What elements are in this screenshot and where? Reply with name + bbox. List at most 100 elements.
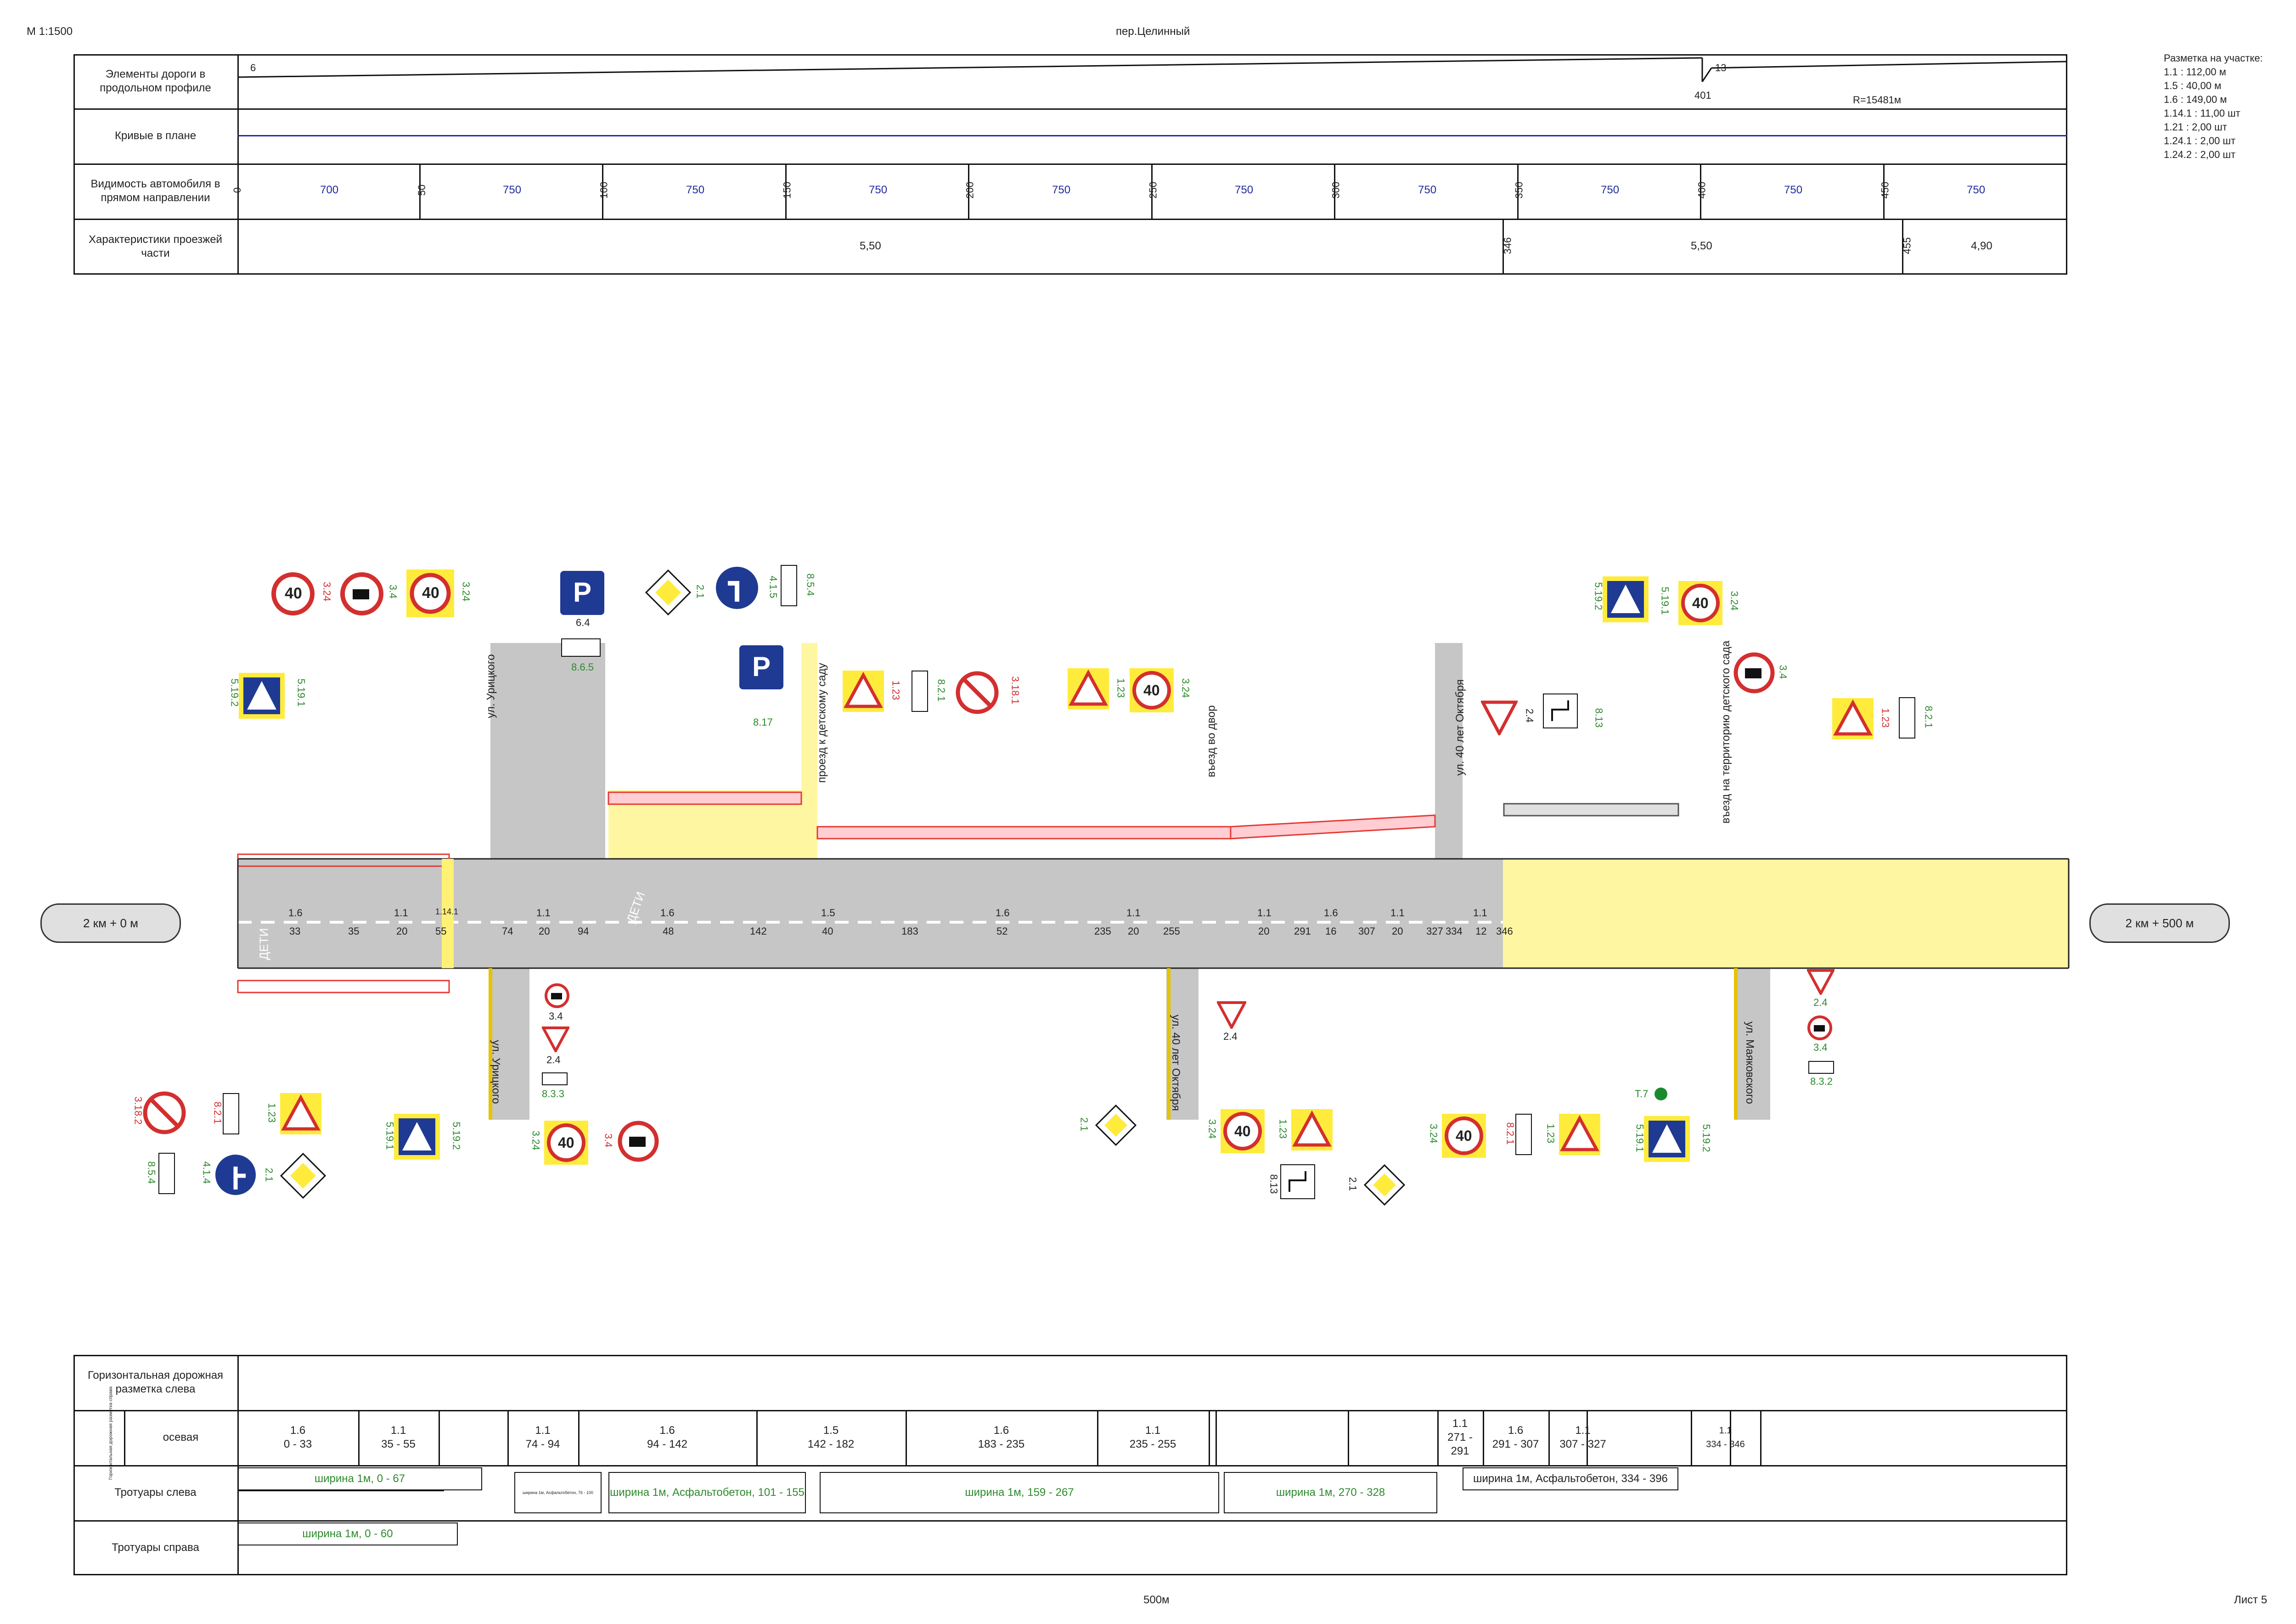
- sign-code: 8.2.1: [935, 679, 947, 702]
- sign-code: 3.24: [321, 581, 333, 602]
- sidewalk-hatch: [237, 980, 450, 993]
- side-street-uritskogo: [490, 643, 605, 859]
- axis-code: 1.1: [536, 907, 551, 919]
- visibility-divider: [1334, 164, 1335, 219]
- sign-children-2: 1.23: [1068, 668, 1126, 712]
- visibility-pk: 200: [964, 181, 976, 199]
- sign-code: 3.4: [602, 1133, 614, 1148]
- street-oktyabrya-bottom: ул. 40 лет Октября: [1169, 1015, 1182, 1111]
- visibility-pk: 250: [1147, 181, 1159, 199]
- markup-summary-line: 1.24.2 : 2,00 шт: [2164, 149, 2236, 160]
- visibility-value: 750: [1052, 184, 1071, 196]
- sign-no-left: 3.18.1: [955, 671, 1021, 717]
- sign-code: 8.17: [753, 716, 773, 728]
- sidewalk-hatch: [1503, 803, 1679, 817]
- sign-code: T.7: [1635, 1088, 1649, 1100]
- sign-parking-1: P 6.4: [560, 571, 604, 628]
- sign-code: 4.1.4: [201, 1161, 213, 1184]
- axis-code: 1.1: [1257, 907, 1272, 919]
- sign-yield-b: 2.4: [540, 1026, 571, 1066]
- axis-cell-range: 271 - 291: [1447, 1431, 1473, 1457]
- axis-cell-range: 291 - 307: [1492, 1438, 1539, 1450]
- axis-code: 1.5: [821, 907, 835, 919]
- axis-pk: 55: [435, 925, 447, 937]
- sign-crosswalk-left: 5.19.2 5.19.1: [229, 673, 307, 721]
- axis-pk: 327: [1426, 925, 1443, 937]
- sign-speed-3: 40 3.24: [1678, 581, 1740, 627]
- carriage-value: 4,90: [1971, 240, 1992, 252]
- sign-yield-d: 2.4: [1806, 969, 1836, 1008]
- visibility-divider: [1883, 164, 1885, 219]
- sign-speed-b2: 40 3.24: [1206, 1109, 1265, 1156]
- sign-code: 8.5.4: [146, 1161, 158, 1184]
- markup-summary-line: 1.1 : 112,00 м: [2164, 66, 2226, 78]
- axis-cell-range: 142 - 182: [807, 1438, 855, 1450]
- axis-cell-code: 1.1: [390, 1424, 406, 1437]
- sign-code: 5.19.1: [1634, 1124, 1646, 1152]
- axis-pk: 52: [996, 925, 1008, 937]
- markup-summary: Разметка на участке: 1.1 : 112,00 м 1.5 …: [2164, 51, 2263, 162]
- plan-curves-label: Кривые в плане: [114, 130, 197, 142]
- road-plan: [237, 643, 2070, 1120]
- markup-row-line: [73, 1410, 2067, 1411]
- axis-pk: 20: [396, 925, 408, 937]
- markup-summary-line: 1.14.1 : 11,00 шт: [2164, 107, 2240, 119]
- visibility-pk: 50: [416, 184, 428, 196]
- sign-no-trucks-b: 3.4: [544, 983, 570, 1022]
- sign-code: 3.4: [1777, 665, 1789, 679]
- sign-plate-813: 8.13: [1543, 694, 1604, 731]
- markup-summary-line: 1.24.1 : 2,00 шт: [2164, 135, 2236, 147]
- sign-code: 3.24: [1206, 1119, 1218, 1139]
- sign-plate-854: 8.5.4: [781, 565, 816, 609]
- sign-code: 2.4: [546, 1054, 561, 1066]
- sign-crosswalk-5192: 5.19.2 5.19.1: [1593, 576, 1671, 625]
- visibility-value: 750: [1784, 184, 1803, 196]
- visibility-value: 750: [503, 184, 522, 196]
- sign-children-1: 1.23: [843, 671, 901, 714]
- yellow-zone: [1503, 859, 2069, 968]
- sign-code: 6.4: [576, 617, 590, 628]
- sign-code: 5.19.1: [295, 678, 307, 707]
- sign-code: 5.19.2: [229, 678, 241, 707]
- sign-parking-text: P: [752, 651, 771, 682]
- carriage-value: 5,50: [860, 240, 881, 252]
- carriage-divider: [1902, 219, 1903, 275]
- axis-code: 1.1: [1126, 907, 1141, 919]
- sign-main-road-c: 2.1: [1078, 1104, 1137, 1148]
- sign-speed-text: 40: [422, 584, 439, 602]
- axis-cell-divider: [1348, 1410, 1349, 1465]
- carriage-pk: 455: [1901, 237, 1913, 254]
- sign-code: 8.3.3: [542, 1088, 564, 1100]
- sign-children-3: 1.23: [1832, 698, 1891, 742]
- sign-code: 1.23: [890, 680, 902, 700]
- sidewalk-hatch: [608, 791, 802, 805]
- sign-code: 5.19.2: [450, 1122, 462, 1150]
- axis-pk: 48: [663, 925, 674, 937]
- sign-code: 1.23: [1545, 1123, 1557, 1144]
- sign-children-6: 1.23: [1545, 1114, 1600, 1157]
- sign-plate-821-d: 8.2.1: [1504, 1114, 1532, 1157]
- carriage-divider: [1503, 219, 1504, 275]
- sign-code: 3.4: [549, 1010, 563, 1022]
- axis-cell-range: 74 - 94: [525, 1438, 560, 1450]
- sign-group-top-3: 40 3.24: [406, 570, 472, 620]
- axis-code: 1.1: [1473, 907, 1487, 919]
- sign-code: 8.2.1: [1504, 1122, 1516, 1145]
- axis-cell-divider: [358, 1410, 360, 1465]
- visibility-pk: 100: [598, 181, 610, 199]
- visibility-divider: [968, 164, 969, 219]
- axis-cell-divider: [578, 1410, 580, 1465]
- profile-row-line: [73, 108, 2067, 110]
- visibility-divider: [602, 164, 603, 219]
- visibility-divider: [1517, 164, 1519, 219]
- axis-code: 1.6: [288, 907, 303, 919]
- sign-plate-832: 8.3.2: [1808, 1061, 1834, 1087]
- drawing-title: пер.Целинный: [1116, 25, 1190, 38]
- axis-pk: 12: [1475, 925, 1487, 937]
- street-uritskogo-bottom: ул. Урицкого: [490, 1040, 502, 1104]
